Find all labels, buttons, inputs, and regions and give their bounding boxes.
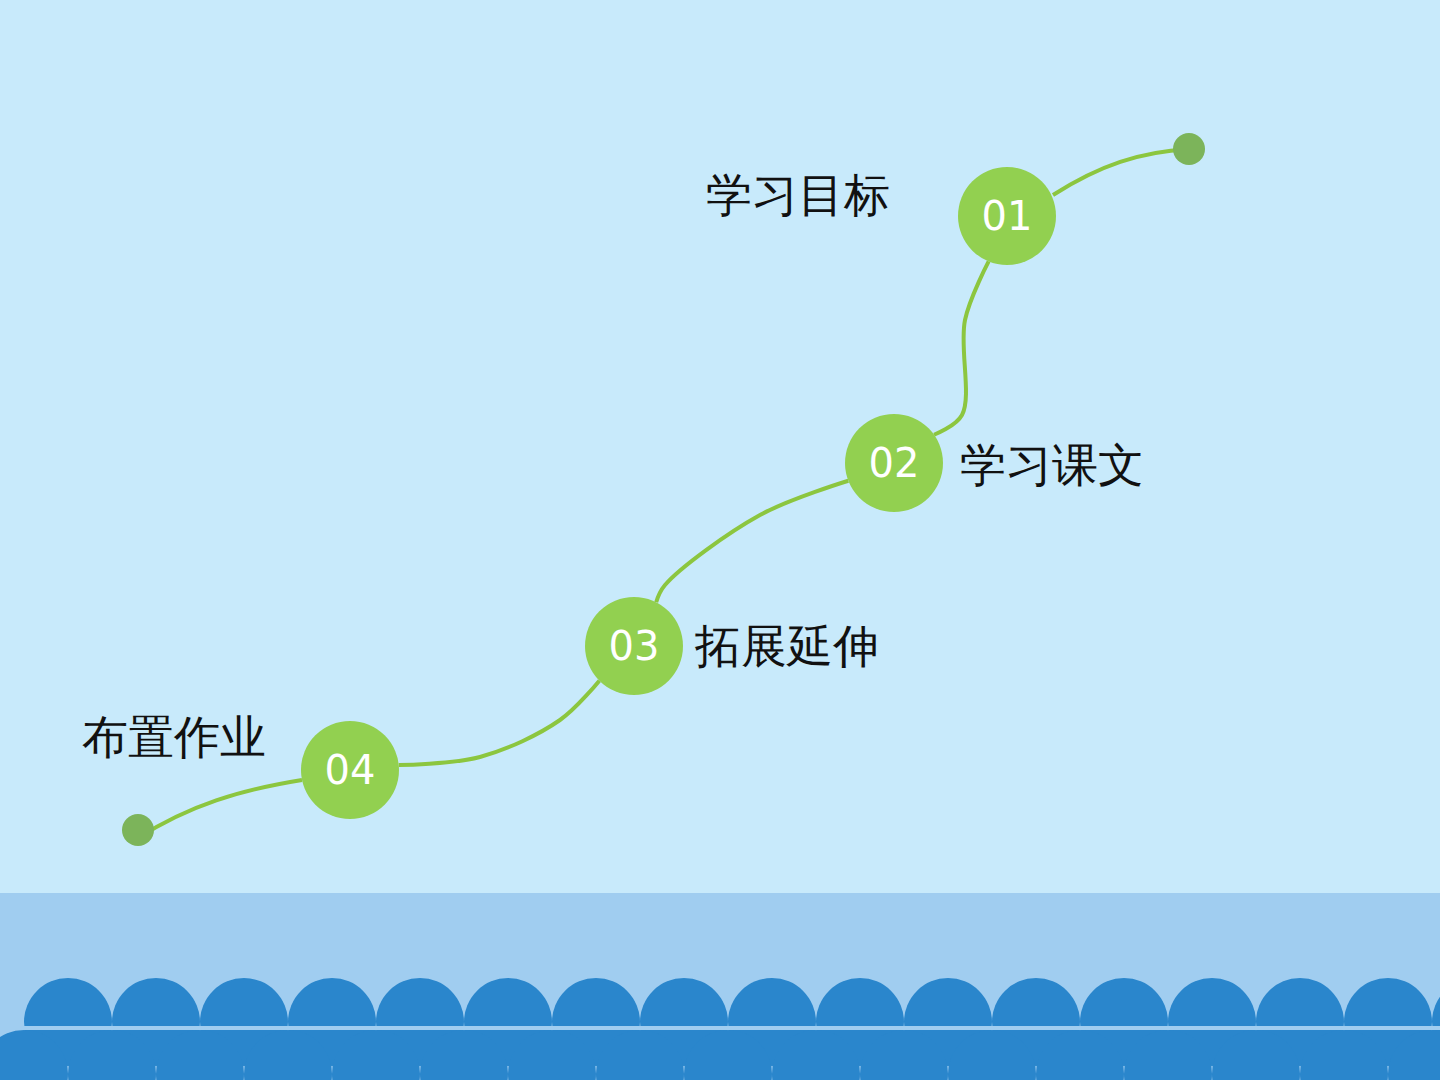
step-circle: 02学习课文 bbox=[845, 414, 943, 512]
wave bbox=[1036, 1030, 1124, 1080]
wave bbox=[1124, 1030, 1212, 1080]
step-label: 学习课文 bbox=[960, 440, 1144, 491]
step-circle: 03拓展延伸 bbox=[585, 597, 683, 695]
wave bbox=[1212, 1030, 1300, 1080]
wave bbox=[68, 1030, 156, 1080]
curve-connector bbox=[656, 481, 848, 603]
wave bbox=[1300, 1030, 1388, 1080]
wave bbox=[596, 1030, 684, 1080]
wave bbox=[244, 1030, 332, 1080]
step-circle: 04布置作业 bbox=[301, 721, 399, 819]
wave-gap bbox=[0, 1026, 1440, 1030]
step-number: 03 bbox=[609, 626, 660, 666]
end-dot bbox=[122, 814, 154, 846]
step-number: 02 bbox=[869, 443, 920, 483]
wave bbox=[860, 1030, 948, 1080]
wave bbox=[948, 1030, 1036, 1080]
wave bbox=[0, 1030, 68, 1080]
curve-end bbox=[1053, 149, 1189, 195]
wave bbox=[684, 1030, 772, 1080]
end-dot bbox=[1173, 133, 1205, 165]
wave bbox=[1388, 1030, 1440, 1080]
step-number: 04 bbox=[325, 750, 376, 790]
curve-end bbox=[138, 780, 302, 838]
wave bbox=[156, 1030, 244, 1080]
step-circle: 01学习目标 bbox=[958, 167, 1056, 265]
wave bbox=[332, 1030, 420, 1080]
step-label: 拓展延伸 bbox=[695, 621, 879, 672]
step-number: 01 bbox=[982, 196, 1033, 236]
curve-connector bbox=[934, 261, 989, 434]
wave-scallops bbox=[0, 978, 1440, 1080]
wave bbox=[772, 1030, 860, 1080]
sky bbox=[0, 0, 1440, 893]
step-label: 布置作业 bbox=[82, 712, 266, 763]
step-label: 学习目标 bbox=[706, 170, 890, 221]
wave bbox=[508, 1030, 596, 1080]
curve-connector bbox=[399, 681, 600, 765]
wave bbox=[420, 1030, 508, 1080]
